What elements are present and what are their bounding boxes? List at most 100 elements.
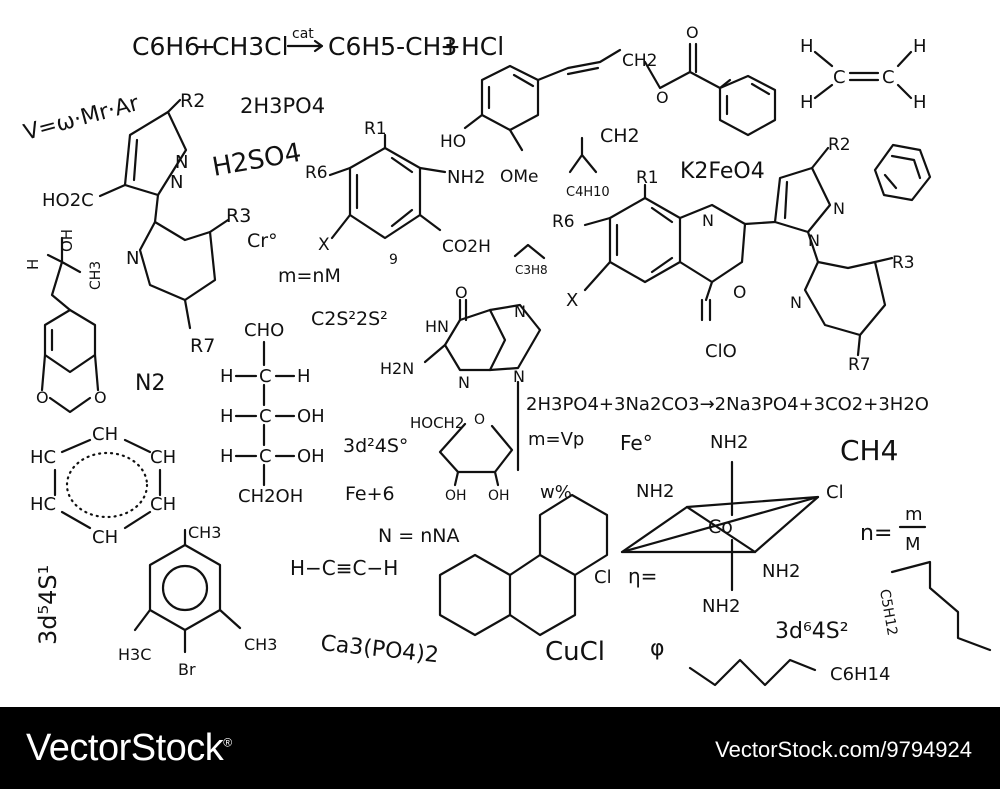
catalyst-label: cat [292, 26, 314, 42]
svg-text:OH: OH [445, 488, 467, 504]
svg-text:R2: R2 [180, 90, 205, 112]
svg-text:Br: Br [178, 660, 196, 679]
bromomesitylene-structure: CH3 H3C CH3 Br [118, 523, 277, 679]
svg-text:CH: CH [92, 527, 118, 548]
ribose-structure: HOCH2 O OH OH [410, 412, 514, 504]
svg-text:O: O [686, 23, 699, 42]
iron-zero: Fe° [620, 431, 653, 455]
substituted-benzene-center: R1 R6 X NH2 CO2H 9 [305, 119, 491, 268]
chromium-zero: Cr° [247, 230, 278, 252]
electron-config-3d5: 3d⁵4S¹ [34, 565, 62, 645]
svg-text:O: O [36, 388, 49, 407]
plus-sign: + [195, 32, 216, 61]
sulfuric-acid: H2SO4 [210, 138, 303, 183]
fused-ring-structure: Cl [438, 493, 612, 637]
svg-text:CHO: CHO [244, 320, 284, 341]
reactant-chloromethane: CH3Cl [212, 32, 289, 61]
svg-text:R7: R7 [848, 355, 871, 375]
benzene-ring [348, 146, 422, 240]
isobutane-ch2: CH2 [600, 125, 640, 147]
methylenedioxy-structure: H OH CH3 O O [24, 229, 107, 414]
isobutane-skeleton [568, 136, 598, 174]
svg-text:HC: HC [30, 447, 56, 468]
svg-text:OMe: OMe [500, 167, 539, 187]
svg-text:O: O [94, 388, 107, 407]
svg-text:HN: HN [425, 317, 449, 336]
svg-text:R6: R6 [305, 163, 328, 183]
svg-text:H: H [220, 406, 234, 427]
svg-text:Co: Co [708, 516, 733, 538]
svg-text:H: H [800, 92, 814, 113]
svg-text:OH: OH [297, 406, 325, 427]
product-toluene: C6H5-CH3 [328, 32, 457, 61]
electron-config-3d2: 3d²4S° [343, 435, 408, 457]
svg-text:N: N [513, 367, 525, 386]
methane: CH4 [840, 434, 898, 467]
svg-text:H: H [297, 366, 311, 387]
svg-text:HO2C: HO2C [42, 190, 94, 211]
propane-skeleton [513, 243, 546, 260]
svg-text:H: H [24, 259, 42, 270]
svg-text:M: M [905, 534, 921, 555]
svg-text:NH2: NH2 [710, 432, 748, 453]
svg-text:R3: R3 [226, 205, 251, 227]
hexane-skeleton [688, 658, 817, 687]
svg-text:C: C [259, 446, 272, 467]
svg-text:HC: HC [30, 494, 56, 515]
isobutane-label: C4H10 [566, 185, 610, 200]
svg-text:CH2OH: CH2OH [238, 486, 303, 507]
svg-text:HO: HO [440, 132, 466, 152]
svg-text:NH2: NH2 [762, 561, 800, 582]
svg-text:N: N [833, 199, 845, 218]
svg-text:O: O [474, 412, 485, 428]
phi-symbol: φ [650, 636, 665, 661]
reactant-benzene: C6H6 [132, 32, 200, 61]
mole-formula: n= m M [860, 504, 927, 555]
pentane-label: C5H12 [876, 588, 900, 637]
svg-text:H: H [913, 36, 927, 57]
svg-text:9: 9 [389, 252, 398, 268]
svg-text:O: O [455, 283, 468, 302]
reaction-arrow [286, 39, 324, 53]
svg-text:Cl: Cl [594, 567, 612, 588]
benzene-small [873, 143, 932, 202]
svg-text:CH: CH [92, 424, 118, 445]
svg-text:N: N [170, 172, 183, 193]
svg-text:N: N [458, 373, 470, 392]
svg-text:OH: OH [297, 446, 325, 467]
clo-label: ClO [705, 341, 737, 362]
svg-text:H: H [800, 36, 814, 57]
svg-text:N: N [514, 302, 526, 321]
svg-text:n=: n= [860, 521, 892, 546]
hexane-label: C6H14 [830, 664, 890, 685]
nitrogen: N2 [135, 371, 165, 396]
svg-text:N: N [702, 211, 714, 230]
cinnamyl-benzoate-structure: CH2 O O HO OMe [440, 23, 777, 187]
avogadro-formula: N = nNA [378, 525, 459, 547]
pyrazole-pyridine-structure-right: R2 N N N R3 R7 [773, 135, 915, 375]
svg-text:N: N [790, 293, 802, 312]
svg-text:C: C [882, 67, 895, 88]
svg-text:R1: R1 [636, 168, 659, 188]
copper-chloride: CuCl [545, 637, 605, 667]
mass-volume-formula: m=Vp [528, 429, 584, 450]
svg-text:CH: CH [150, 447, 176, 468]
svg-text:NH2: NH2 [447, 167, 485, 188]
svg-text:H2N: H2N [380, 359, 414, 378]
pentane-skeleton [890, 560, 992, 652]
svg-text:N: N [808, 231, 820, 250]
svg-text:CH3: CH3 [188, 523, 221, 542]
product-hcl: +HCl [440, 32, 504, 61]
benzoyl-ring [718, 74, 777, 137]
svg-text:Cl: Cl [826, 482, 844, 503]
benzoxazinone-structure: R1 R6 X N O ClO [552, 168, 777, 362]
friedel-crafts-equation: C6H6 + CH3Cl cat C6H5-CH3 +HCl [132, 26, 504, 61]
image-id-url: VectorStock.com/9794924 [715, 737, 972, 762]
svg-text:C: C [259, 366, 272, 387]
watermark-footer: VectorStock® VectorStock.com/9794924 [0, 707, 1000, 789]
phosphoric-acid: 2H3PO4 [240, 94, 325, 118]
electron-config-c: C2S²2S² [311, 308, 388, 330]
phenol-ring [480, 64, 540, 132]
svg-text:CH: CH [150, 494, 176, 515]
svg-text:H: H [913, 92, 927, 113]
